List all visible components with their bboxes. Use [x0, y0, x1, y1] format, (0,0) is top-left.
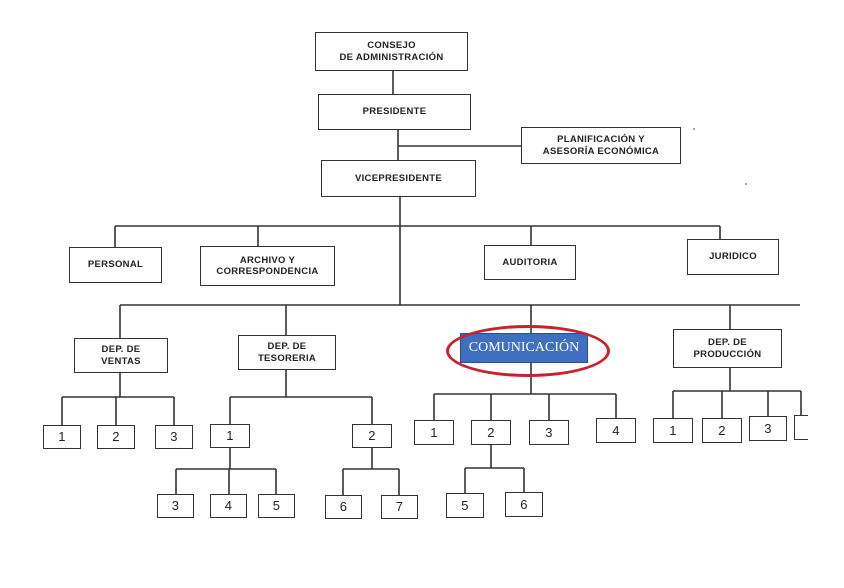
node-tesoreria-2-7: 7 — [381, 495, 418, 519]
node-comunicacion-1: 1 — [414, 420, 454, 445]
node-ventas-1: 1 — [43, 425, 81, 449]
node-comunicacion-3: 3 — [529, 420, 569, 445]
node-comunicacion-2-6: 6 — [505, 492, 543, 517]
node-personal: PERSONAL — [69, 247, 162, 283]
node-produccion-2: 2 — [702, 418, 742, 443]
node-comunicacion-2-5: 5 — [446, 493, 484, 518]
node-produccion-1: 1 — [653, 418, 693, 443]
node-comunicacion-2: 2 — [471, 420, 511, 445]
node-presidente: PRESIDENTE — [318, 94, 471, 130]
node-comunicacion-4: 4 — [596, 418, 636, 443]
node-auditoria: AUDITORIA — [484, 245, 576, 280]
node-tesoreria-1-4: 4 — [210, 494, 247, 518]
node-consejo: CONSEJO DE ADMINISTRACIÓN — [315, 32, 468, 71]
node-tesoreria-2-6: 6 — [325, 495, 362, 519]
scan-speck — [693, 128, 695, 130]
node-produccion-4-partial — [794, 415, 808, 440]
node-tesoreria-1: 1 — [210, 424, 250, 448]
highlight-ring — [446, 325, 610, 377]
node-vicepresidente: VICEPRESIDENTE — [321, 160, 476, 197]
node-produccion-3: 3 — [749, 416, 787, 441]
node-dep-tesoreria: DEP. DE TESORERIA — [238, 335, 336, 370]
node-dep-produccion: DEP. DE PRODUCCIÓN — [673, 329, 782, 368]
node-dep-ventas: DEP. DE VENTAS — [74, 338, 168, 373]
scan-speck — [745, 183, 747, 185]
node-tesoreria-1-3: 3 — [157, 494, 194, 518]
node-juridico: JURIDICO — [687, 239, 779, 275]
node-ventas-2: 2 — [97, 425, 135, 449]
node-tesoreria-2: 2 — [352, 424, 392, 448]
node-archivo: ARCHIVO Y CORRESPONDENCIA — [200, 246, 335, 286]
node-planificacion: PLANIFICACIÓN Y ASESORÍA ECONÓMICA — [521, 127, 681, 164]
node-ventas-3: 3 — [155, 425, 193, 449]
node-tesoreria-1-5: 5 — [258, 494, 295, 518]
